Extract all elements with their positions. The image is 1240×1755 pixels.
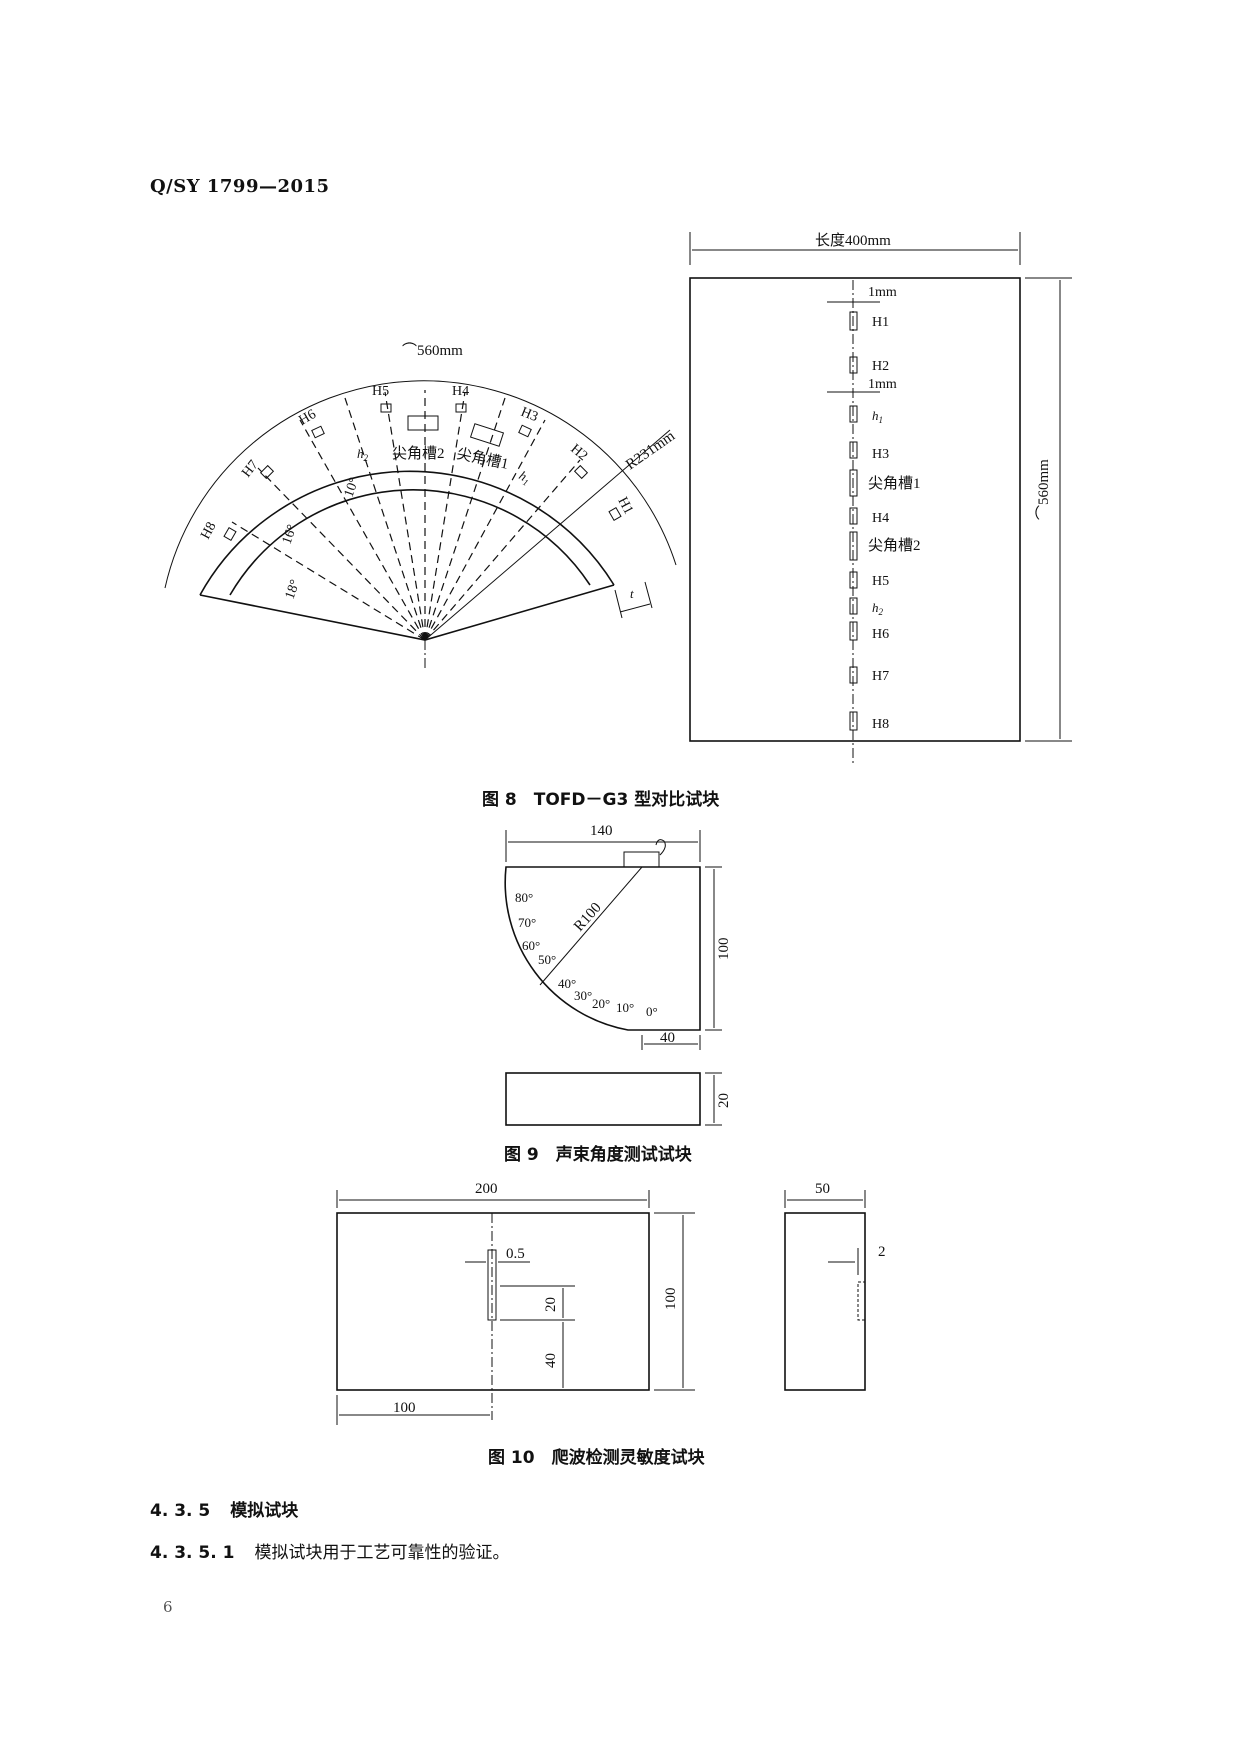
- strip-label-h1: H1: [872, 315, 889, 330]
- section-4-3-5-1: 4. 3. 5. 1 模拟试块用于工艺可靠性的验证。: [150, 1538, 509, 1563]
- angle-70: 70°: [518, 915, 536, 930]
- hole-label-h1: H1: [614, 495, 635, 517]
- left-offset-label: 100: [393, 1400, 416, 1416]
- crack-block-height-label: 100: [663, 1288, 679, 1311]
- strip-label-h8: H8: [872, 717, 889, 732]
- angle-80: 80°: [515, 890, 533, 905]
- figure-10-caption: 图 10 爬波检测灵敏度试块: [488, 1448, 705, 1468]
- block-height-label: 100: [716, 938, 732, 961]
- angle-10-label: 10°: [342, 476, 363, 500]
- section-4-3-5: 4. 3. 5 模拟试块: [150, 1496, 298, 1521]
- figure-8-caption: 图 8 TOFD－G3 型对比试块: [482, 790, 720, 810]
- strip-label-h4: H4: [872, 511, 889, 526]
- strip-length-label: 长度400mm: [815, 232, 891, 249]
- strip-label-notch2: 尖角槽2: [868, 537, 921, 554]
- section-number: 4. 3. 5. 1: [150, 1543, 235, 1563]
- figure-9-caption: 图 9 声束角度测试试块: [504, 1145, 692, 1165]
- side-width-label: 50: [815, 1181, 830, 1197]
- strip-label-h3: H3: [872, 447, 889, 462]
- slot-width-label: 0.5: [506, 1246, 525, 1262]
- beam-angle-block: [504, 830, 722, 1126]
- angle-0: 0°: [646, 1004, 658, 1019]
- strip-label-h7: H7: [872, 669, 889, 684]
- angle-16-label: 16°: [280, 523, 301, 547]
- strip-label-h1-small: h1: [872, 408, 883, 425]
- document-header: Q/SY 1799—2015: [150, 176, 330, 197]
- side-depth-label: 2: [878, 1244, 886, 1260]
- angle-60: 60°: [522, 938, 540, 953]
- creep-wave-block: [336, 1190, 866, 1425]
- strip-block: [689, 232, 1072, 765]
- section-title: 模拟试块: [230, 1501, 299, 1521]
- strip-label-h5: H5: [872, 574, 889, 589]
- angle-50: 50°: [538, 952, 556, 967]
- hole-label-h6: H6: [297, 407, 319, 429]
- angle-10: 10°: [616, 1000, 634, 1015]
- angle-30: 30°: [574, 988, 592, 1003]
- strip-label-h2: H2: [872, 359, 889, 374]
- section-body: 模拟试块用于工艺可靠性的验证。: [254, 1543, 510, 1563]
- hole-label-h8: H8: [198, 520, 219, 542]
- block-offset-label: 40: [660, 1030, 675, 1046]
- page-number: 6: [163, 1598, 173, 1616]
- strip-label-h2-small: h2: [872, 600, 884, 617]
- angle-20: 20°: [592, 996, 610, 1011]
- hole-label-h4: H4: [452, 384, 469, 399]
- fan-block: [164, 380, 677, 668]
- strip-width-label: ⌒560mm: [1035, 459, 1052, 520]
- strip-gap-label-2: 1mm: [868, 377, 897, 392]
- notch2-label: 尖角槽2: [392, 445, 445, 462]
- fan-h2-label: h2: [357, 446, 369, 463]
- strip-gap-label-1: 1mm: [868, 285, 897, 300]
- block-width-label: 140: [590, 823, 613, 839]
- hole-label-h3: H3: [519, 405, 540, 425]
- hole-label-h5: H5: [372, 384, 389, 399]
- strip-label-h6: H6: [872, 627, 889, 642]
- bottom-depth-label: 40: [543, 1353, 559, 1368]
- block-thickness-label: 20: [716, 1093, 732, 1108]
- angle-18-label: 18°: [283, 578, 304, 602]
- slot-depth-label: 20: [543, 1297, 559, 1312]
- fan-arc-label: ⌒560mm: [402, 342, 463, 359]
- strip-label-notch1: 尖角槽1: [868, 475, 921, 492]
- thickness-label: t: [630, 586, 634, 601]
- section-number: 4. 3. 5: [150, 1501, 211, 1521]
- crack-block-width-label: 200: [475, 1181, 498, 1197]
- angle-40: 40°: [558, 976, 576, 991]
